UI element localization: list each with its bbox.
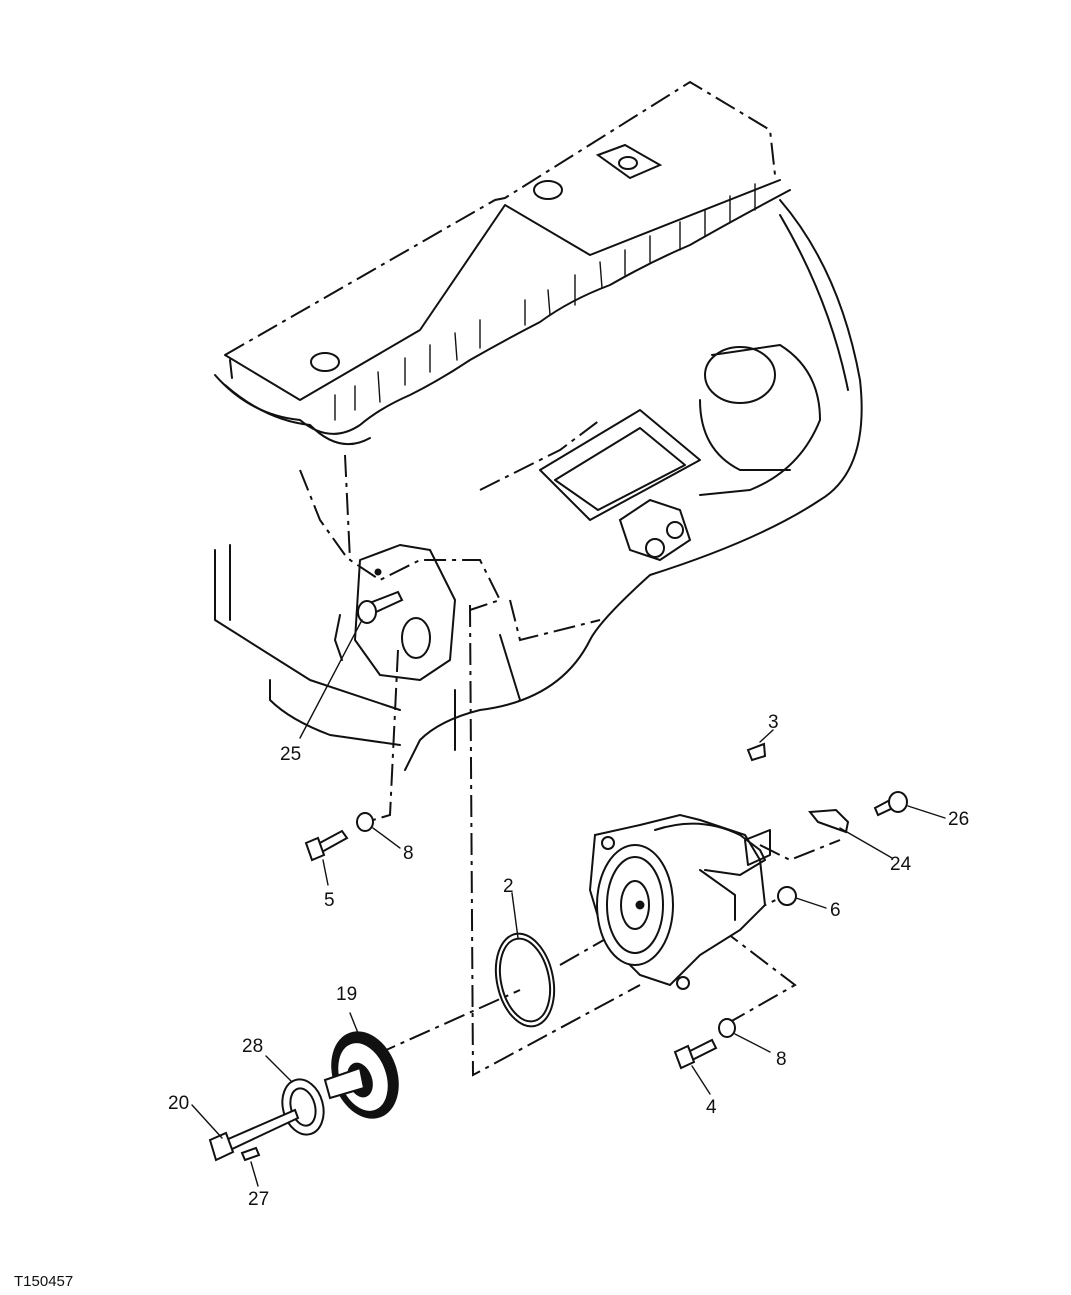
assembly-line-8-upper [372,649,399,821]
callout-24: 24 [890,854,912,875]
part-4-bolt [673,1038,718,1070]
part-8-washer-lower [718,1018,736,1038]
part-20-bolt [208,1108,300,1162]
part-5-bolt [304,829,349,862]
figure-id: T150457 [14,1273,73,1290]
callout-26: 26 [948,809,969,830]
callout-27: 27 [248,1189,269,1210]
part-8-washer-upper [356,812,374,832]
callout-6: 6 [830,900,841,921]
assembly-line-24 [759,839,841,862]
pump-housing [588,813,771,990]
part-25-bolt [357,590,404,624]
assembly-line-2 [469,604,641,1077]
callout-8-upper: 8 [403,843,414,864]
part-19-gear [323,1031,399,1119]
part-27-pin [240,1146,261,1162]
callout-19: 19 [336,984,357,1005]
part-24-bracket [808,808,850,834]
callout-3: 3 [768,712,779,733]
callout-labels: 2 3 4 5 6 8 8 19 20 24 25 26 27 28 [168,712,969,1210]
callout-25: 25 [280,744,301,765]
callout-28: 28 [242,1036,263,1057]
part-26-bolt [873,791,908,817]
callout-5: 5 [324,890,335,911]
callout-2: 2 [503,876,514,897]
callout-8-lower: 8 [776,1049,787,1070]
part-6-nut [777,886,797,906]
part-28-thrust-washer [281,1078,325,1136]
callout-20: 20 [168,1093,189,1114]
part-2-o-ring [494,932,556,1028]
callout-4: 4 [706,1097,717,1118]
part-3-key [746,742,767,762]
engine-block-outline [214,80,863,771]
leader-25 [299,619,363,739]
assembly-line-gear [374,989,521,1056]
